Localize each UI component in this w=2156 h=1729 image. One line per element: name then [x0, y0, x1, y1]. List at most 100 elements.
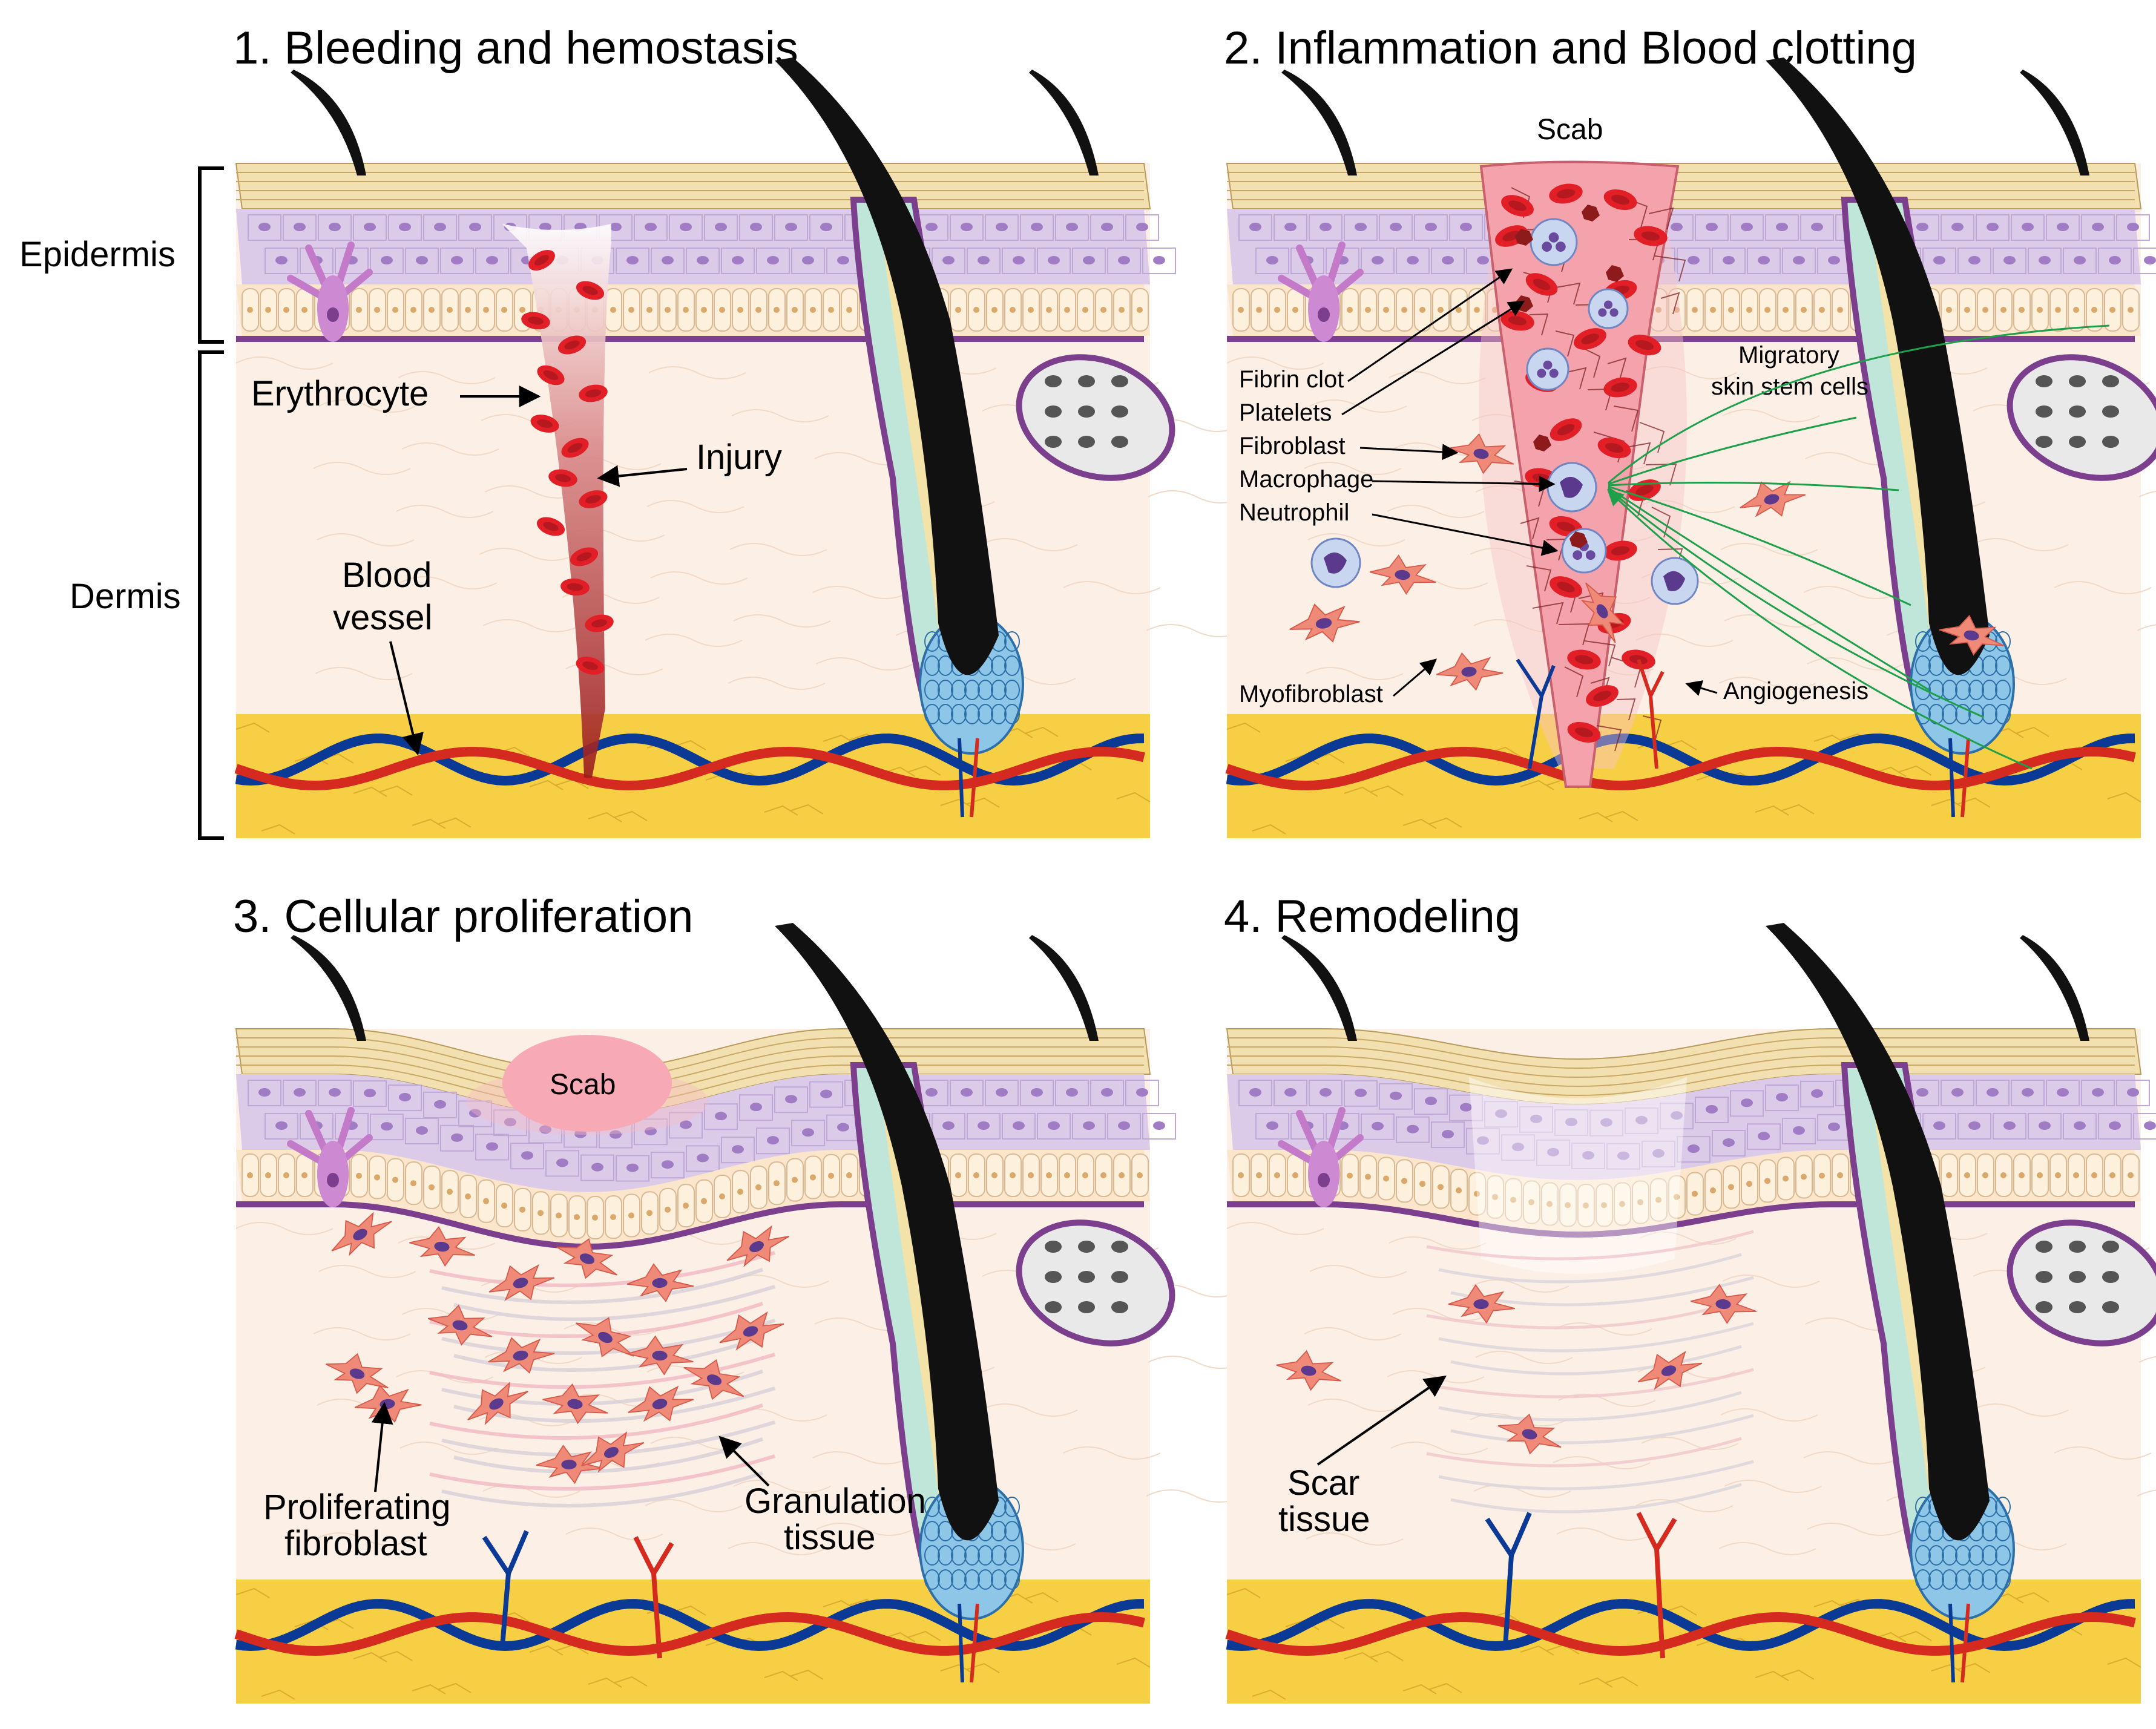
fibroblast-cell	[1740, 481, 1806, 517]
neutrophil	[1588, 288, 1629, 329]
fibrin-strand	[1549, 282, 1581, 305]
erythrocyte	[537, 365, 565, 385]
erythrocyte	[1501, 195, 1534, 217]
panel-3-overlay: Scab Proliferating fibroblast Granulatio…	[263, 1035, 926, 1659]
proliferating-arrow	[371, 1402, 393, 1492]
dermis-label: Dermis	[70, 577, 181, 616]
erythrocyte-cluster	[521, 249, 614, 675]
panel-4-title: 4. Remodeling	[1224, 891, 1520, 942]
fibroblast-cell	[683, 1359, 744, 1400]
fibroblast-cell	[575, 1317, 634, 1357]
fibrin-strand	[1561, 367, 1587, 390]
fibrin-strand	[1645, 463, 1677, 486]
fibrin-strand	[1651, 507, 1671, 538]
fibroblast-cell	[719, 1311, 784, 1351]
basal-cells	[1232, 1153, 2140, 1227]
surface-hair	[2020, 935, 2089, 1041]
panel-remodeling	[1225, 923, 2156, 1704]
fibrin-strand	[1532, 602, 1564, 625]
stratum-line	[1227, 1046, 2135, 1078]
erythrocyte	[530, 415, 559, 433]
new-vessel-vein	[482, 1530, 529, 1647]
fibrin-strand	[1596, 725, 1622, 752]
fibroblast-cell	[1580, 582, 1625, 643]
fibrin-strand	[1654, 255, 1686, 282]
erythrocyte	[548, 469, 577, 487]
erythrocyte	[570, 547, 599, 566]
collagen-fiber	[453, 1285, 775, 1321]
erythrocyte	[585, 614, 614, 632]
fibroblast-cell	[536, 1445, 603, 1485]
panel-cellular-proliferation	[234, 923, 1246, 1704]
platelet	[1606, 265, 1624, 282]
collagen-fiber	[1438, 1253, 1742, 1284]
surface-hair	[1029, 70, 1099, 176]
epidermis-label: Epidermis	[19, 235, 176, 274]
collagen-fiber	[441, 1471, 763, 1508]
macrophage	[1546, 462, 1597, 513]
injury-arrow	[597, 465, 688, 487]
erythrocyte	[576, 281, 605, 300]
neutrophil	[1526, 347, 1569, 391]
fibroblast-cell	[1637, 1350, 1703, 1390]
proliferating-fibroblasts	[325, 1212, 790, 1485]
collagen-fiber	[429, 1454, 775, 1491]
collagen-fiber	[1426, 1230, 1754, 1261]
fibroblast-cell	[581, 1431, 645, 1473]
fibroblast-cell	[628, 1385, 694, 1422]
fibroblast-cell	[626, 1335, 694, 1376]
panel-2-title: 2. Inflammation and Blood clotting	[1224, 22, 1917, 74]
basement-membrane	[1227, 1201, 2135, 1238]
blood-vessel-label-line1: Blood	[342, 556, 432, 595]
fibroblast-cell	[331, 1212, 392, 1256]
scar-label-line1: Scar	[1287, 1463, 1359, 1503]
stratum-line	[236, 1055, 1144, 1100]
hair-follicle	[1766, 57, 2156, 818]
hair-shaft	[775, 57, 999, 675]
erythrocyte	[1550, 576, 1582, 598]
erythrocyte	[1549, 183, 1583, 204]
stem-cell-migration-lines	[1607, 324, 2110, 770]
blood-vessel-arrow	[389, 641, 424, 756]
erythrocyte	[576, 657, 605, 675]
stratum-line	[236, 1065, 1144, 1109]
panel-2-arrows	[1341, 268, 1718, 697]
artery	[1225, 1612, 2136, 1656]
hair-follicle	[775, 923, 1175, 1683]
artery	[234, 746, 1145, 791]
remodeled-epidermis-haze	[1469, 1077, 1687, 1274]
fibroblast-cell	[1497, 1413, 1562, 1455]
collagen-fiber	[1450, 1483, 1742, 1514]
collagen-fiber	[429, 1251, 775, 1287]
scab-blob	[502, 1035, 672, 1132]
fibroblast-cell	[1939, 614, 2005, 656]
platelets-label: Platelets	[1239, 399, 1332, 426]
macrophage	[1651, 557, 1699, 605]
surface-hair	[1281, 70, 1357, 176]
fibrin-strand	[1660, 292, 1680, 315]
granulation-label-line2: tissue	[784, 1518, 876, 1557]
injury-label: Injury	[696, 438, 782, 477]
erythrocyte	[521, 312, 550, 330]
fibrin-strand	[1642, 715, 1662, 742]
panel-2-overlay: Scab Fibrin clot Platelets Fibroblast Ma…	[1239, 114, 2110, 788]
platelet	[1582, 205, 1600, 221]
erythrocyte-cluster	[1495, 183, 1668, 743]
erythrocyte	[1567, 649, 1601, 670]
macrophage-label: Macrophage	[1239, 466, 1373, 493]
melanocyte	[287, 1107, 373, 1207]
collagen-fiber	[1438, 1391, 1742, 1422]
panel-1-overlay: Erythrocyte Injury Blood vessel	[251, 224, 782, 778]
vessel-artery	[1636, 1512, 1677, 1659]
fibroblast-cell	[626, 1263, 694, 1302]
collagen-fiber	[453, 1336, 763, 1372]
erythrocyte	[1574, 328, 1606, 350]
fibroblast-cell	[556, 1238, 618, 1279]
fibroblast-cell	[1448, 1284, 1516, 1324]
platelet	[1533, 435, 1551, 451]
fibrin-strand	[1584, 640, 1616, 667]
collagen-fiber	[1426, 1299, 1742, 1330]
surface-hair	[1029, 935, 1099, 1041]
fibroblast-cell	[488, 1337, 555, 1374]
